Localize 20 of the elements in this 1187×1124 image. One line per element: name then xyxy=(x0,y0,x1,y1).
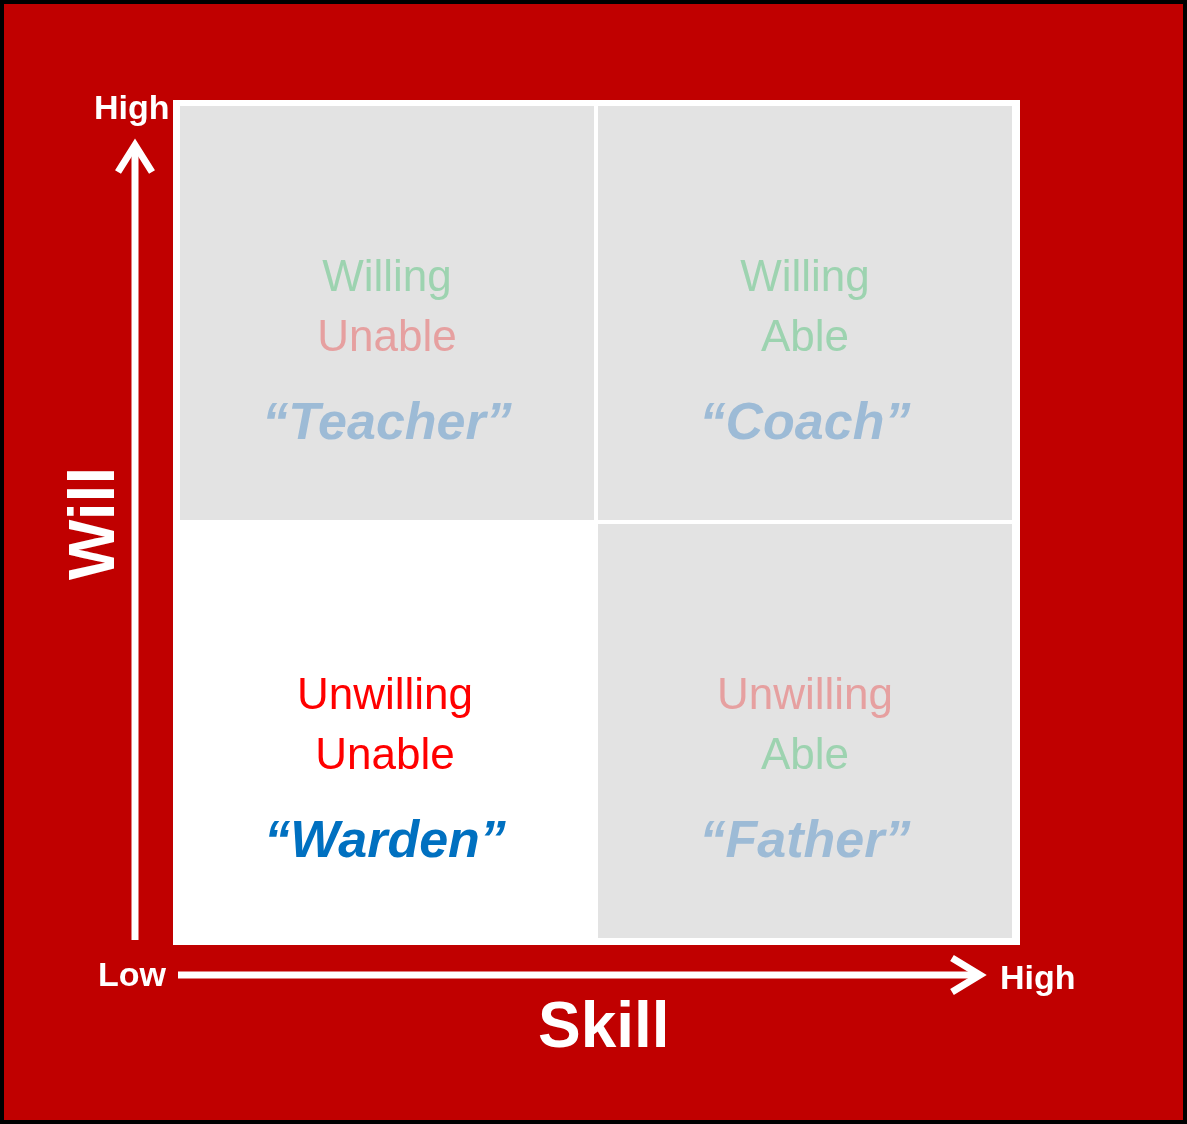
quadrant-label: Able xyxy=(759,311,851,361)
quadrant-label: Unwilling xyxy=(715,669,895,719)
role-label: “Warden” xyxy=(263,809,507,869)
axis-label: High xyxy=(94,88,170,127)
quadrant-panel xyxy=(598,106,1012,520)
quadrant-label: Willing xyxy=(321,251,453,301)
axis-label: Low xyxy=(98,955,166,994)
quadrant-panel xyxy=(180,106,594,520)
axis-title: Will xyxy=(55,466,129,580)
quadrant-label: Willing xyxy=(739,251,871,301)
role-label: “Teacher” xyxy=(261,391,513,451)
axis-label: High xyxy=(1000,958,1076,997)
role-label: “Coach” xyxy=(698,391,912,451)
quadrant-label: Able xyxy=(759,729,851,779)
role-label: “Father” xyxy=(698,809,912,869)
quadrant-label: Unable xyxy=(314,729,456,779)
quadrant-label: Unable xyxy=(316,311,458,361)
axis-title: Skill xyxy=(538,988,670,1062)
quadrant-panel xyxy=(598,524,1012,938)
quadrant-label: Unwilling xyxy=(295,669,475,719)
